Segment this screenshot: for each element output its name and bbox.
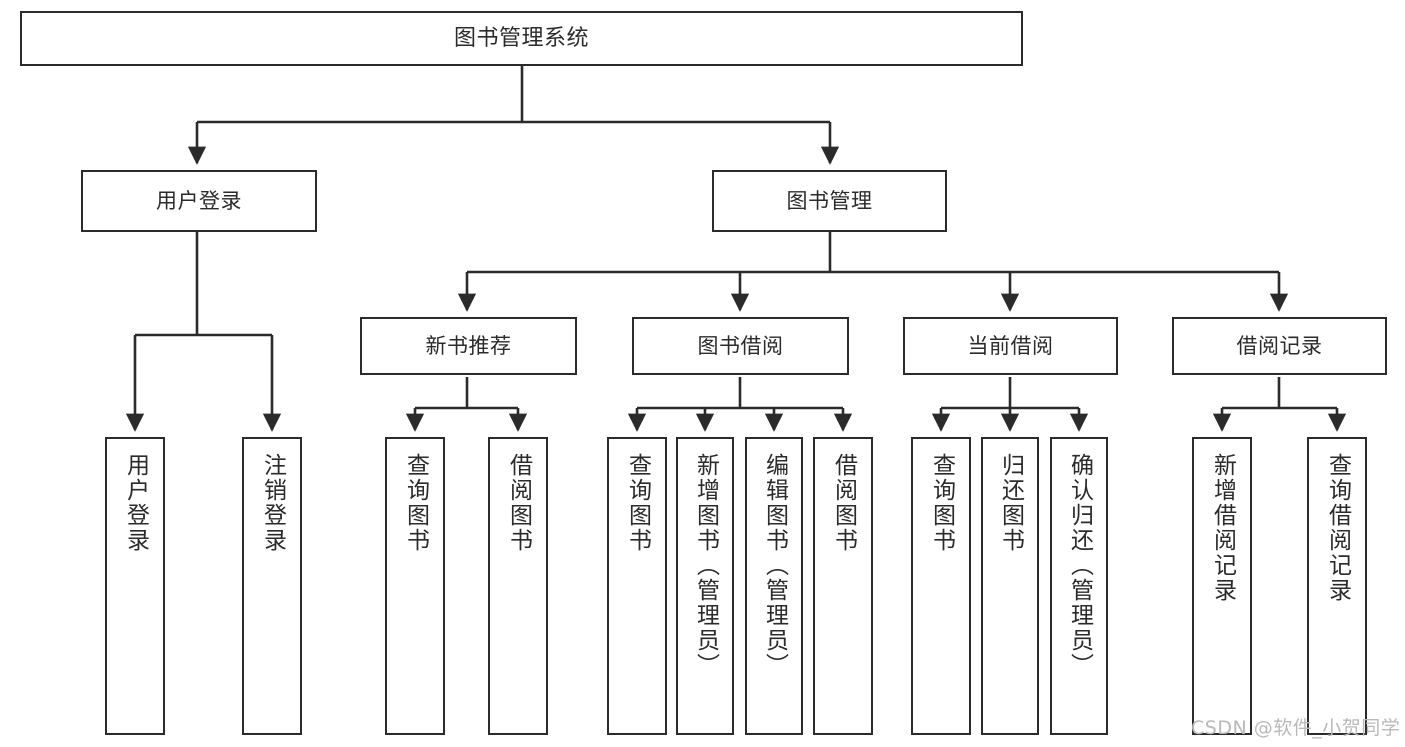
node-label: 查询图书 <box>402 453 429 553</box>
leaf-book-borrow-borrow-book[interactable]: 借阅图书 <box>813 437 873 735</box>
node-new-book-recommend[interactable]: 新书推荐 <box>360 317 577 375</box>
node-label: 借阅记录 <box>1236 333 1323 358</box>
leaf-borrow-record-query-record[interactable]: 查询借阅记录 <box>1307 437 1367 735</box>
node-root-book-management-system[interactable]: 图书管理系统 <box>20 11 1023 66</box>
node-label: 当前借阅 <box>967 333 1054 358</box>
node-label: 查询借阅记录 <box>1324 453 1351 603</box>
node-label: 新增借阅记录 <box>1209 453 1236 603</box>
leaf-user-login-login[interactable]: 用户登录 <box>105 437 165 735</box>
node-label: 新增图书（管理员） <box>692 453 719 678</box>
node-label: 用户登录 <box>156 188 242 213</box>
node-borrow-record[interactable]: 借阅记录 <box>1172 317 1387 375</box>
node-label: 确认归还（管理员） <box>1066 453 1093 678</box>
leaf-book-borrow-query-book[interactable]: 查询图书 <box>607 437 667 735</box>
leaf-current-borrow-return-book[interactable]: 归还图书 <box>981 437 1039 735</box>
leaf-borrow-record-add-record[interactable]: 新增借阅记录 <box>1192 437 1252 735</box>
node-book-management[interactable]: 图书管理 <box>712 170 947 232</box>
node-label: 注销登录 <box>259 453 286 553</box>
node-label: 查询图书 <box>624 453 651 553</box>
node-current-borrow[interactable]: 当前借阅 <box>903 317 1118 375</box>
leaf-current-borrow-confirm-return-admin[interactable]: 确认归还（管理员） <box>1050 437 1108 735</box>
leaf-current-borrow-query-book[interactable]: 查询图书 <box>911 437 971 735</box>
node-book-borrow[interactable]: 图书借阅 <box>632 317 849 375</box>
leaf-book-borrow-add-book-admin[interactable]: 新增图书（管理员） <box>676 437 734 735</box>
node-label: 图书借阅 <box>697 333 784 358</box>
node-label: 新书推荐 <box>425 333 512 358</box>
node-label: 编辑图书（管理员） <box>761 453 788 678</box>
leaf-new-book-query-book[interactable]: 查询图书 <box>385 437 445 735</box>
node-label: 归还图书 <box>997 453 1024 553</box>
node-user-login[interactable]: 用户登录 <box>81 170 317 232</box>
leaf-user-login-logout[interactable]: 注销登录 <box>242 437 302 735</box>
leaf-book-borrow-edit-book-admin[interactable]: 编辑图书（管理员） <box>745 437 803 735</box>
node-label: 借阅图书 <box>505 453 532 553</box>
node-label: 图书管理 <box>786 188 873 213</box>
node-label: 借阅图书 <box>830 453 857 553</box>
leaf-new-book-borrow-book[interactable]: 借阅图书 <box>488 437 548 735</box>
node-label: 用户登录 <box>122 453 149 553</box>
node-label: 图书管理系统 <box>453 25 589 51</box>
node-label: 查询图书 <box>928 453 955 553</box>
